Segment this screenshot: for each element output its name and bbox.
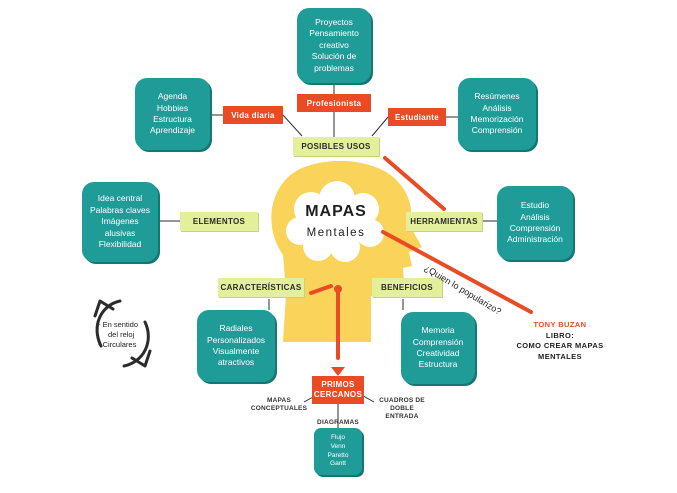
estudiante-item: Comprensión — [471, 125, 523, 136]
label-profesionista: Profesionista — [297, 94, 371, 112]
diagramas-item: Flujo — [330, 433, 346, 441]
author-line3: MENTALES — [538, 351, 582, 361]
mapas-line1: MAPAS — [267, 397, 291, 404]
diagramas-item: Paretto — [327, 451, 349, 459]
note-line: - En sentido — [98, 320, 139, 329]
central-title: MAPAS — [305, 203, 367, 220]
label-vida-diaria: Vida diaria — [223, 106, 283, 124]
cuadros-line3: ENTRADA — [385, 413, 419, 421]
estudiante-item: Análisis — [482, 102, 512, 113]
label-beneficios: BENEFICIOS — [372, 278, 442, 297]
beneficios-item: Memoria — [421, 325, 455, 336]
arrow-to-author — [381, 230, 533, 314]
arrow-to-caracteristicas — [309, 284, 333, 295]
mapas-line2: CONCEPTUALES — [250, 405, 308, 413]
connector-estudiante-usos — [371, 116, 389, 137]
primos-line1: PRIMOS — [321, 380, 355, 390]
author-line2: COMO CREAR MAPAS — [516, 341, 604, 350]
estudiante-item: Resúmenes — [474, 91, 520, 102]
central-subtitle: Mentales — [306, 227, 366, 239]
primos-line2: CERCANOS — [313, 390, 363, 399]
vida-diaria-item: Estructura — [153, 114, 192, 124]
node-elementos-items: Idea central Palabras claves Imágenes al… — [82, 182, 158, 262]
profesionista-item: Proyectos — [315, 16, 353, 27]
note-line: - Circulares — [98, 339, 137, 349]
note-circular: - En sentido del reloj - Circulares — [98, 320, 138, 349]
vida-diaria-item: Hobbies — [156, 102, 189, 113]
label-herramientas: HERRAMIENTAS — [406, 212, 482, 231]
herramientas-item: Comprensión — [509, 223, 561, 233]
caracteristicas-item: Personalizados — [206, 334, 266, 345]
elementos-item: Flexibilidad — [98, 239, 142, 250]
diagramas-item: Gantt — [330, 460, 346, 468]
elementos-item: Palabras claves — [89, 204, 150, 215]
caracteristicas-item: Visualmente — [212, 346, 260, 356]
beneficios-item: Estructura — [418, 359, 458, 370]
beneficios-item: Comprensión — [412, 336, 464, 347]
cuadros-line1: CUADROS DE — [379, 397, 425, 404]
caracteristicas-item: Radiales — [219, 323, 253, 334]
author-block: TONY BUZAN LIBRO: COMO CREAR MAPAS MENTA… — [500, 320, 620, 362]
profesionista-item: Pensamiento — [309, 28, 359, 39]
herramientas-item: Estudio — [520, 200, 550, 211]
node-estudiante-items: Resúmenes Análisis Memorización Comprens… — [458, 78, 536, 150]
node-caracteristicas-items: Radiales Personalizados Visualmente atra… — [197, 310, 275, 382]
label-cuadros-doble-entrada: CUADROS DE DOBLE ENTRADA — [372, 397, 432, 421]
label-posibles-usos: POSIBLES USOS — [293, 137, 379, 156]
circular-arrows-icon — [93, 299, 152, 368]
beneficios-item: Creatividad — [416, 348, 460, 358]
elementos-item: alusivas — [104, 227, 136, 238]
profesionista-item: Solución de — [311, 51, 357, 62]
elementos-item: Imágenes — [101, 216, 139, 227]
arrow-origin-dot — [334, 285, 342, 293]
note-line: del reloj — [108, 329, 135, 339]
diagramas-item: Venn — [330, 442, 346, 450]
connector-vida-usos — [282, 114, 303, 137]
estudiante-item: Memorización — [470, 114, 524, 124]
label-estudiante: Estudiante — [388, 108, 446, 126]
node-beneficios-items: Memoria Comprensión Creatividad Estructu… — [401, 312, 475, 384]
node-herramientas-items: Estudio Análisis Comprensión Administrac… — [497, 186, 573, 260]
author-line1: LIBRO: — [545, 330, 575, 340]
herramientas-item: Administración — [507, 234, 563, 245]
red-arrows — [309, 156, 533, 360]
label-mapas-conceptuales: MAPAS CONCEPTUALES — [246, 397, 312, 413]
vida-diaria-item: Agenda — [157, 91, 188, 102]
label-diagramas: DIAGRAMAS — [317, 419, 359, 426]
label-elementos: ELEMENTOS — [180, 212, 258, 231]
vida-diaria-item: Aprendizaje — [150, 125, 195, 136]
elementos-item: Idea central — [97, 193, 143, 204]
label-caracteristicas: CARACTERÍSTICAS — [218, 278, 304, 297]
cloud-shape — [286, 181, 384, 262]
node-vida-diaria-items: Agenda Hobbies Estructura Aprendizaje — [135, 78, 210, 150]
cuadros-line2: DOBLE — [390, 405, 414, 413]
profesionista-item: creativo — [319, 39, 349, 50]
caracteristicas-item: atractivos — [217, 357, 255, 368]
arrow-head-primos — [331, 367, 345, 376]
label-primos-cercanos: PRIMOS CERCANOS — [312, 376, 364, 404]
node-profesionista-items: Proyectos Pensamiento creativo Solución … — [297, 8, 371, 83]
profesionista-item: problemas — [314, 62, 354, 73]
herramientas-item: Análisis — [520, 211, 550, 222]
author-name: TONY BUZAN — [533, 320, 587, 329]
arrow-usos-herramientas — [383, 156, 446, 211]
node-diagramas-items: Flujo Venn Paretto Gantt — [314, 428, 362, 475]
